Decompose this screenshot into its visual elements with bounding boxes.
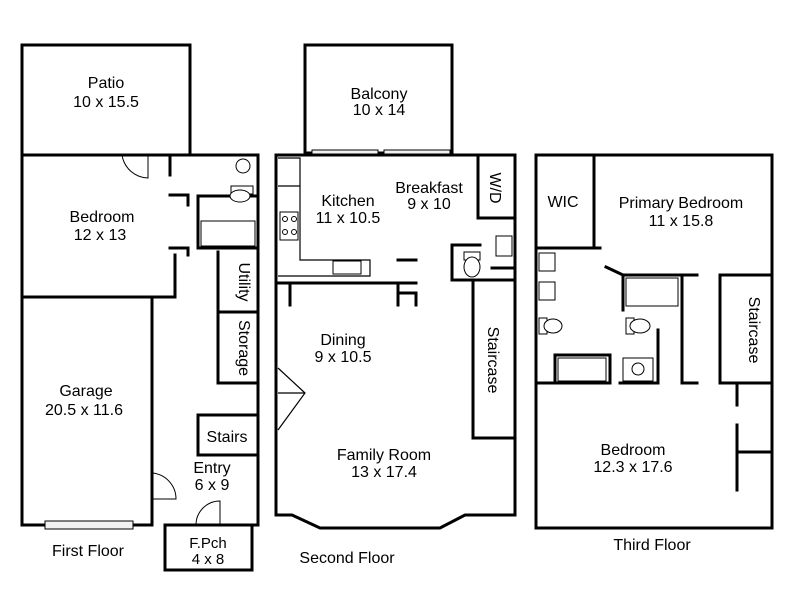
garage-label: Garage: [59, 383, 112, 400]
third-floor: WIC Primary Bedroom 11 x 15.8 Staircase …: [534, 153, 774, 554]
staircase-label: Staircase: [484, 327, 501, 394]
bathtub-icon: [625, 277, 679, 307]
second-floor-walls: [274, 153, 517, 530]
washer-dryer-label: W/D: [486, 172, 503, 203]
front-porch-walls: [163, 523, 254, 572]
sink-icon: [235, 158, 251, 174]
entry-label: Entry: [193, 460, 230, 477]
bedroom-label: Bedroom: [601, 442, 666, 459]
primary-bedroom-label: Primary Bedroom: [619, 195, 743, 212]
second-floor-caption: Second Floor: [299, 550, 395, 567]
family-room-dims: 13 x 17.4: [351, 464, 417, 481]
staircase-walls: [471, 278, 517, 440]
kitchen-counter: [278, 157, 371, 277]
stove-icon: [279, 211, 299, 241]
staircase-label: Staircase: [745, 297, 762, 364]
entry-door-icon[interactable]: [195, 500, 221, 526]
sink-icon: [538, 281, 556, 301]
balcony-label: Balcony: [351, 86, 408, 103]
front-porch-label: F.Pch: [189, 535, 227, 552]
breakfast-dims: 9 x 10: [407, 196, 451, 213]
stairs-label: Stairs: [207, 429, 248, 446]
kitchen-label: Kitchen: [321, 193, 374, 210]
kitchen-dims: 11 x 10.5: [316, 210, 381, 227]
bathtub-icon: [200, 220, 256, 247]
sink-icon: [495, 235, 513, 257]
storage-label: Storage: [235, 320, 252, 376]
third-floor-caption: Third Floor: [613, 537, 691, 554]
entry-dims: 6 x 9: [195, 477, 230, 494]
wic-label: WIC: [547, 194, 578, 211]
first-floor-caption: First Floor: [52, 543, 125, 560]
patio-dims: 10 x 15.5: [73, 94, 139, 111]
utility-label: Utility: [235, 262, 252, 301]
garage-door-window: [44, 520, 134, 530]
dining-dims: 9 x 10.5: [315, 349, 372, 366]
third-floor-walls: [534, 153, 774, 530]
kitchen-sink-icon: [332, 260, 362, 275]
family-room-label: Family Room: [337, 447, 431, 464]
bedroom-dims: 12.3 x 17.6: [593, 459, 672, 476]
patio-label: Patio: [88, 75, 125, 92]
bathtub-icon: [557, 357, 607, 382]
dining-label: Dining: [320, 332, 365, 349]
breakfast-label: Breakfast: [395, 180, 463, 197]
angled-closet: [277, 367, 306, 431]
front-porch-dims: 4 x 8: [192, 551, 225, 568]
balcony-dims: 10 x 14: [353, 102, 406, 119]
bedroom-dims: 12 x 13: [74, 227, 127, 244]
patio-door-icon[interactable]: [121, 154, 149, 179]
bedroom-label: Bedroom: [70, 209, 135, 226]
garage-door-icon[interactable]: [151, 472, 177, 500]
second-floor: Balcony 10 x 14 Kitchen 11 x 10.5 Breakf…: [274, 43, 517, 567]
sink-icon: [538, 252, 556, 272]
primary-bedroom-dims: 11 x 15.8: [649, 213, 714, 230]
garage-dims: 20.5 x 11.6: [45, 402, 123, 419]
first-floor: Patio 10 x 15.5 Bedroom 12 x 13 Garage 2…: [20, 43, 260, 572]
